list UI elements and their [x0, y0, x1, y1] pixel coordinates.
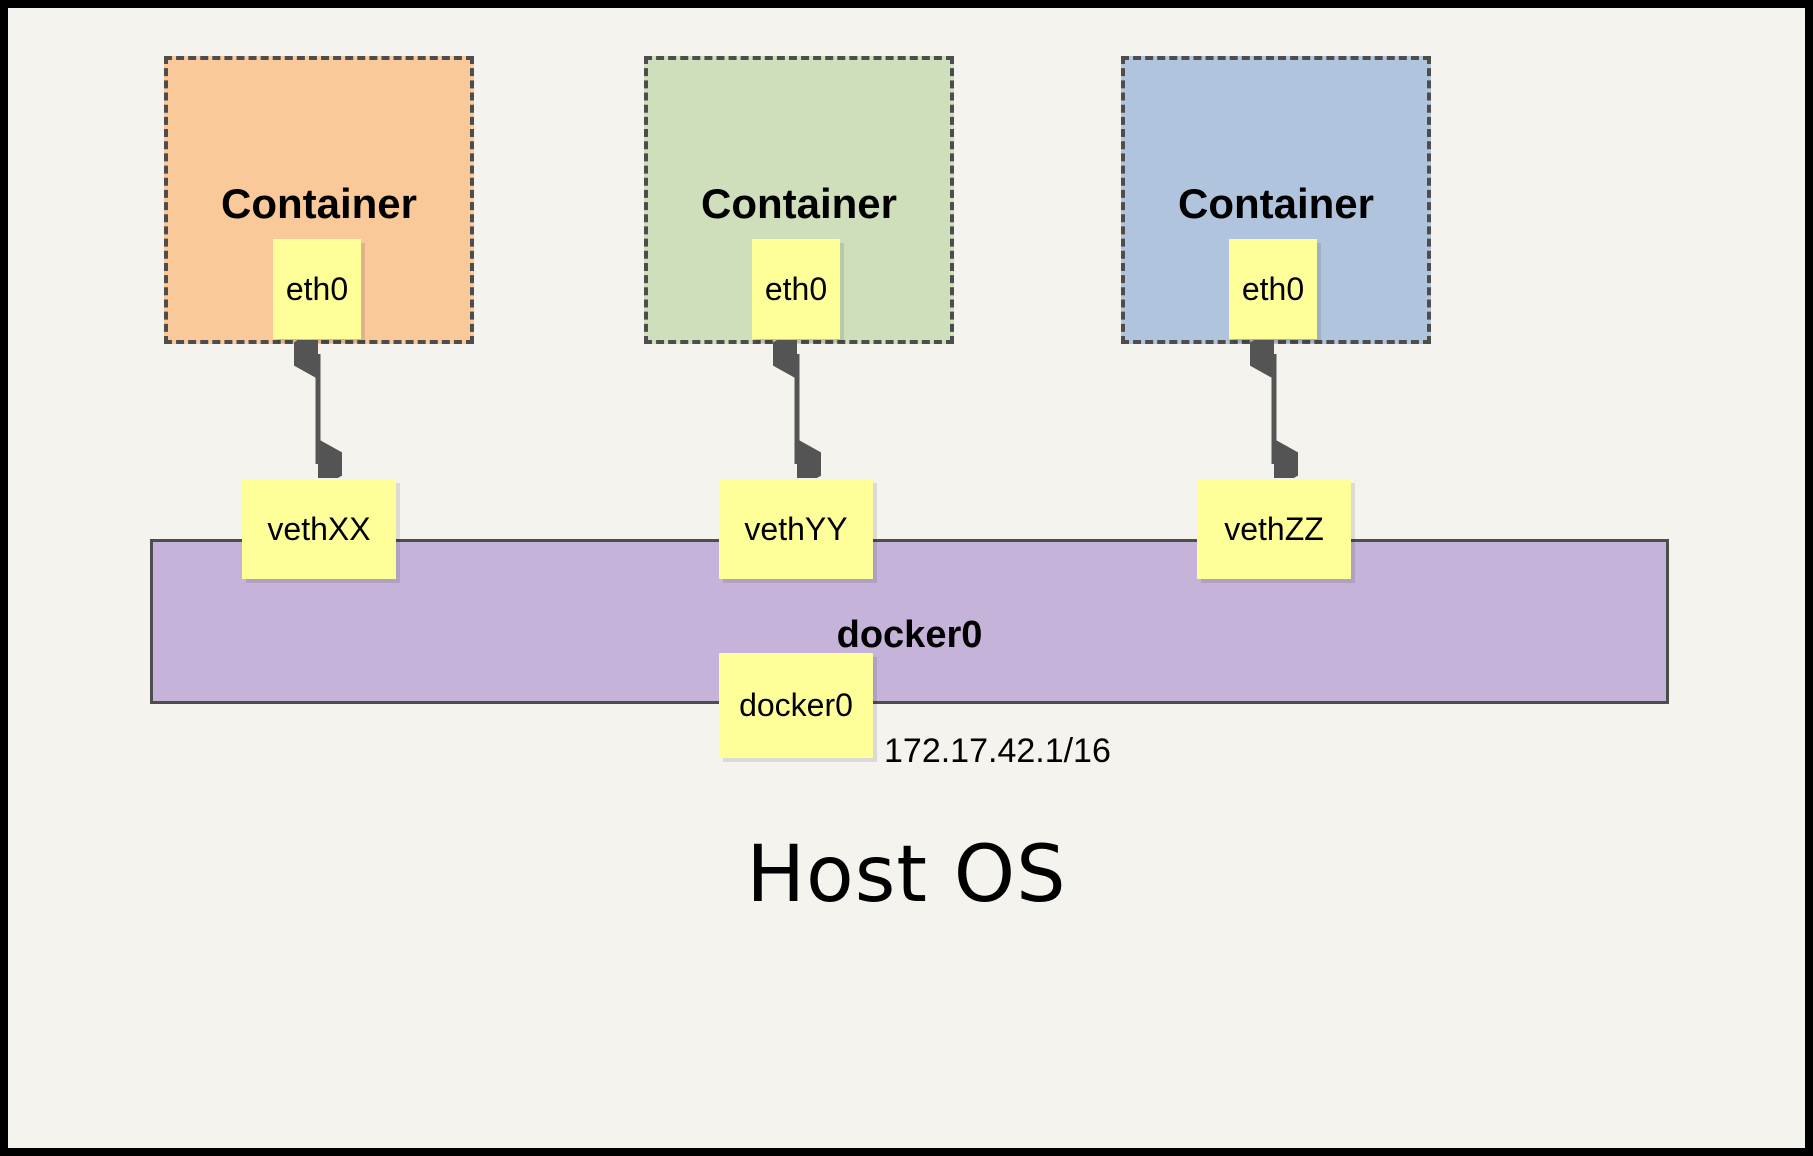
eth0-label-1: eth0 — [285, 270, 349, 307]
docker0-bridge-label: docker0 — [836, 614, 983, 656]
veth-label-2: vethYY — [744, 510, 848, 547]
veth-label-3: vethZZ — [1224, 510, 1324, 547]
veth-link-arrow-2 — [773, 340, 821, 478]
host-os-label: Host OS — [746, 830, 1067, 920]
docker0-bridge-bar[interactable]: docker0 — [150, 539, 1669, 704]
eth0-interface-3[interactable]: eth0 — [1229, 239, 1317, 339]
eth0-interface-1[interactable]: eth0 — [273, 239, 361, 339]
veth-link-arrow-3 — [1250, 340, 1298, 478]
docker0-ip-address: 172.17.42.1/16 — [884, 732, 1111, 770]
veth-label-1: vethXX — [267, 510, 371, 547]
eth0-label-2: eth0 — [764, 270, 828, 307]
container-title-1: Container — [220, 180, 417, 227]
veth-link-arrow-1 — [294, 340, 342, 478]
veth-interface-3[interactable]: vethZZ — [1197, 479, 1351, 579]
eth0-interface-2[interactable]: eth0 — [752, 239, 840, 339]
eth0-label-3: eth0 — [1241, 270, 1305, 307]
docker0-port-box[interactable]: docker0 — [719, 653, 873, 758]
docker0-port-label: docker0 — [739, 687, 853, 723]
veth-interface-1[interactable]: vethXX — [242, 479, 396, 579]
veth-interface-2[interactable]: vethYY — [719, 479, 873, 579]
container-title-3: Container — [1177, 180, 1374, 227]
container-title-2: Container — [700, 180, 897, 227]
